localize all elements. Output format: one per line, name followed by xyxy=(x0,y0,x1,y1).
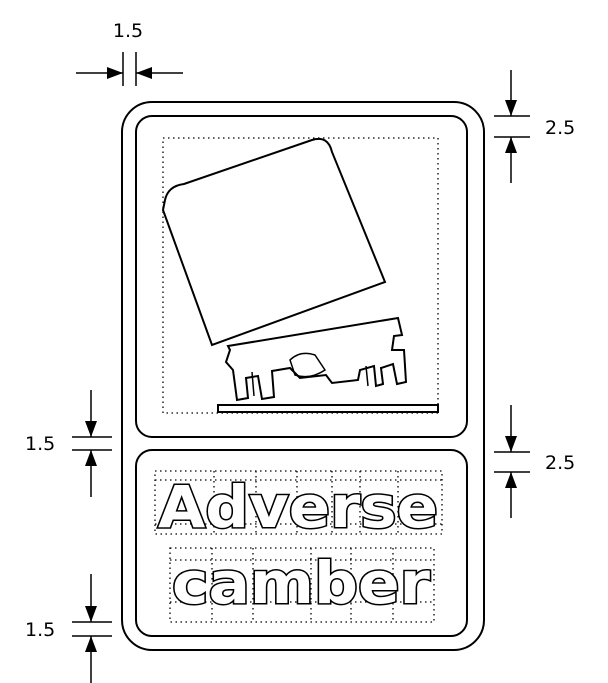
sign-text-line2: camber xyxy=(172,549,430,617)
sign-outer-border xyxy=(121,101,485,651)
text-layout-grid-line2 xyxy=(169,547,435,623)
dimension-label-top-panel-gap: 2.5 xyxy=(545,117,575,139)
dimension-panel-separator: 1.5 xyxy=(25,390,112,497)
dimension-bottom-border: 1.5 xyxy=(25,574,112,683)
symbol-panel xyxy=(135,115,468,438)
dimension-label-lower-panel-gap: 2.5 xyxy=(545,452,575,474)
text-layout-grid-line1 xyxy=(154,470,443,535)
dimension-top-panel-gap: 2.5 xyxy=(494,70,575,183)
dimension-label-panel-separator: 1.5 xyxy=(25,433,55,455)
tilted-lorry-icon xyxy=(161,137,439,413)
text-panel xyxy=(135,449,468,637)
road-surface xyxy=(217,404,439,413)
dimension-top-border: 1.5 xyxy=(76,20,183,86)
symbol-layout-grid xyxy=(162,137,439,414)
sign-text-line1: Adverse xyxy=(158,473,438,541)
dimension-lower-panel-gap: 2.5 xyxy=(494,405,575,518)
dimension-label-top-border: 1.5 xyxy=(113,20,143,42)
dimension-label-bottom-border: 1.5 xyxy=(25,619,55,641)
